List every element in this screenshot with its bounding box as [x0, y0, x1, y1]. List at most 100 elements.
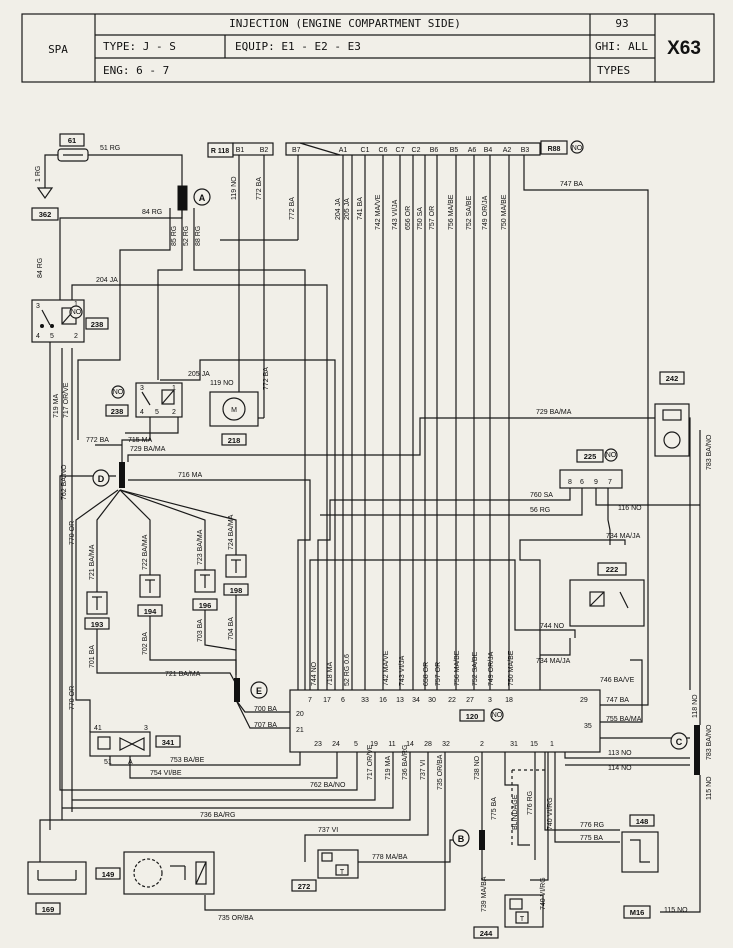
wire-label: 775 BA [580, 835, 603, 842]
relay-pin: A [128, 759, 133, 766]
ground-362: 362 [31, 187, 59, 221]
wire-label: 88 RG [195, 226, 202, 246]
ecu-pin: 22 [448, 697, 456, 704]
wire-label: 204 JA [96, 277, 118, 284]
relay-pin: 4 [140, 409, 144, 416]
r88-label: R88 [548, 146, 561, 153]
wire-label: 722 BA/MA [142, 534, 149, 570]
wire-label: 750 SA [417, 207, 424, 230]
wire-label: 704 BA [228, 617, 235, 640]
component-169: 169 [27, 861, 87, 915]
wire-label: 84 RG [37, 258, 44, 278]
wire-label: 772 BA [256, 177, 263, 200]
connector-r118: R 118 B1 B2 [207, 142, 274, 158]
wire-label: 703 BA [197, 619, 204, 642]
wire-label: 736 BA/RG [200, 812, 235, 819]
r88-pin: A1 [339, 147, 348, 154]
wire-label: 56 RG [530, 507, 550, 514]
wire-bundle [39, 150, 701, 913]
wire-label: 740 VI/RG [547, 797, 554, 830]
wire-label: 715 MA [128, 437, 152, 444]
component-label: 194 [144, 607, 157, 616]
splice-c: C [670, 725, 700, 775]
diagram-code: X63 [667, 38, 701, 59]
component-222: 222 [569, 562, 645, 627]
wire-label: 717 OR/VE [367, 744, 374, 780]
ecu-pin: 6 [341, 697, 345, 704]
wire-label: 734 MA/JA [536, 658, 571, 665]
wire-label: 701 BA [89, 645, 96, 668]
ecu-pin: 21 [296, 727, 304, 734]
wire-label: 744 NO [311, 661, 318, 686]
wire-label: 729 BA/MA [130, 446, 166, 453]
ecu-pin: 2 [480, 741, 484, 748]
wire-label: 752 SA/BE [466, 195, 473, 230]
splice-label: D [98, 474, 105, 484]
component-label: 238 [91, 320, 104, 329]
r88-pin: A6 [468, 147, 477, 154]
ecu-pin: 14 [406, 741, 414, 748]
relay-pin: 41 [94, 725, 102, 732]
relay-pin: 5 [155, 409, 159, 416]
wire-label: 760 SA [530, 492, 553, 499]
wire-label: 740 VI/RG [540, 877, 547, 910]
splice-label: A [199, 193, 206, 203]
r88-pin: C1 [361, 147, 370, 154]
wire-label: 729 BA/MA [536, 409, 572, 416]
wire-label: 735 OR/BA [437, 754, 444, 790]
wire-label: 757 OR [435, 662, 442, 686]
ecu-pin: 13 [396, 697, 404, 704]
ecu-120: 120 NO [289, 689, 601, 753]
wire-label: 118 NO [692, 694, 699, 718]
component-225: 225 NO 8 6 9 7 [559, 448, 623, 489]
no-tag: NO [606, 452, 617, 459]
r88-pin: B3 [521, 147, 530, 154]
component-label: 169 [42, 905, 55, 914]
ecu-pin: 11 [388, 741, 395, 748]
component-label: 242 [666, 374, 679, 383]
wire-label: 735 OR/BA [218, 915, 254, 922]
wire-label: 757 OR [429, 206, 436, 230]
relay-pin: 3 [144, 725, 148, 732]
wire-label: 756 MA/BE [448, 194, 455, 230]
relay-pin: 4 [36, 333, 40, 340]
wire-label: 743 VI/JA [399, 655, 406, 686]
wire-label: 783 BA/NO [706, 724, 713, 760]
pump-motor-218: M 218 [209, 391, 259, 446]
wire-label: 738 NO [474, 755, 481, 780]
wire-label: 718 MA [327, 662, 334, 686]
wire-label: 721 BA/MA [89, 544, 96, 580]
relay-pin: 9 [594, 479, 598, 486]
component-244: T 244 [473, 894, 544, 939]
valve-341: 41 3 51 A 341 [89, 725, 181, 766]
ecu-pin: 28 [424, 741, 432, 748]
relay-pin: 51 [104, 759, 112, 766]
splice-label: B [458, 834, 465, 844]
component-label: 148 [636, 817, 649, 826]
fuse-61: 61 [57, 133, 89, 162]
r88-pin: C7 [396, 147, 405, 154]
ecu-pin: 15 [530, 741, 538, 748]
r118-pin: B1 [236, 147, 245, 154]
wire-label: 752 SA/BE [472, 651, 479, 686]
wire-label: 750 MA/BE [501, 194, 508, 230]
component-149: 149 [95, 851, 215, 895]
component-label: 225 [584, 452, 597, 461]
ecu-pin: 5 [354, 741, 358, 748]
wire-label: 52 RG [183, 226, 190, 246]
component-148: 148 [621, 814, 659, 873]
wire-label: 737 VI [420, 760, 427, 780]
svg-text:T: T [340, 869, 345, 876]
wire-label: 737 VI [318, 827, 338, 834]
component-242: 242 [654, 371, 690, 457]
svg-text:T: T [520, 916, 525, 923]
wire-label: 702 BA [142, 632, 149, 655]
ecu-pin: 32 [442, 741, 450, 748]
no-tag: NO [113, 389, 124, 396]
ecu-pin: 34 [412, 697, 420, 704]
wire-label: 1 RG [35, 166, 42, 182]
ecu-pin: 1 [550, 741, 554, 748]
relay-238-lower: 3 1 4 5 2 NO 238 [105, 382, 183, 418]
